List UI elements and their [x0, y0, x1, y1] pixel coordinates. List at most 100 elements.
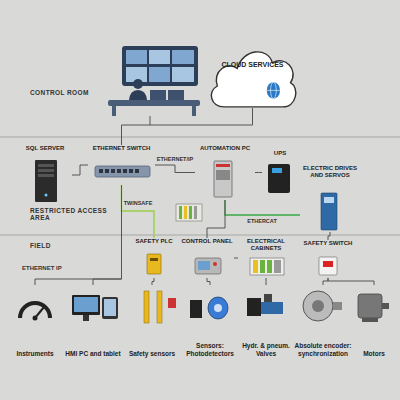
connector [266, 278, 267, 285]
connector [255, 172, 262, 173]
valve-icon [247, 294, 283, 316]
node-label: SAFETY SWITCH [300, 240, 356, 247]
connector [72, 165, 88, 175]
control-room-station [108, 46, 200, 125]
safety-light-curtain-part [157, 291, 162, 323]
node-label: CONTROL PANEL [180, 238, 234, 245]
ethernet-switch-icon-part [95, 166, 150, 177]
node-label: Hydr. & pneum. Valves [240, 342, 292, 357]
photodetector-icon-part [208, 297, 228, 319]
control-room-station-part [168, 90, 184, 100]
control-room-station-part [112, 106, 116, 116]
globe-icon [267, 82, 280, 99]
control-room-station-part [108, 100, 200, 106]
hmi-icon-part [104, 299, 116, 316]
hmi-icon-part [83, 315, 89, 321]
connector [328, 232, 330, 240]
bus-label: ETHERNET IP [22, 265, 92, 272]
panel-node: CONTROL PANEL [180, 238, 234, 278]
control-room-station-part [172, 50, 194, 64]
drive-icon-part [321, 193, 337, 230]
cabinet-icon-part [274, 260, 281, 273]
connector [122, 108, 253, 145]
zone-label: FIELD [30, 242, 90, 249]
device-node: Hydr. & pneum. Valves [240, 285, 292, 357]
hmi-icon-part [74, 297, 98, 312]
sql-server-icon-part [38, 169, 54, 172]
control-room-station-part [150, 90, 166, 100]
node-label: Absolute encoder: synchronization [294, 342, 352, 357]
device-node: Instruments [8, 285, 62, 357]
connector-label: ETHERNET/IP [156, 156, 194, 162]
valve-icon-part [261, 302, 283, 314]
io-module-icon-part [184, 206, 187, 219]
cabinet-node: ELECTRICAL CABINETS [238, 238, 294, 278]
instrument-gauge-part [33, 316, 38, 321]
safety-switch-icon-part [319, 257, 337, 275]
cloud-outline [211, 52, 295, 107]
connector [152, 278, 154, 285]
sql-server-icon-part [35, 160, 57, 202]
zone-label: CONTROL ROOM [30, 89, 100, 96]
device-node: Sensors: Photodetectors [182, 285, 238, 357]
safety-light-curtain-part [144, 291, 149, 323]
ups-icon-part [272, 168, 282, 173]
control-room-station-part [133, 79, 143, 89]
safety-switch-icon-part [323, 261, 333, 267]
safety-plc-icon-part [150, 258, 158, 261]
safety-plc-icon-part [147, 254, 161, 274]
control-panel-icon-part [198, 261, 210, 270]
control-panel-icon-part [195, 258, 221, 274]
connector-label: ETHERCAT [246, 218, 278, 224]
zone-divider [0, 137, 400, 235]
sql-server-icon-part [38, 164, 54, 167]
cabinet-icon-part [250, 258, 284, 275]
control-room-station-part [150, 116, 151, 125]
node-label: ELECTRICAL CABINETS [238, 238, 294, 252]
zone-label: RESTRICTED ACCESS AREA [30, 207, 112, 222]
encoder-icon-part [312, 300, 324, 312]
io-module-icon-part [194, 206, 197, 219]
connector [323, 278, 328, 285]
connector [93, 185, 122, 285]
io-module-icon-part [179, 206, 182, 219]
ethernet-switch-icon-part [105, 169, 109, 173]
safety-plc-icon [147, 254, 161, 274]
motor-icon-part [362, 318, 378, 322]
control-panel-icon [195, 258, 221, 274]
safety-light-curtain-part [168, 298, 176, 308]
safety-switch-node: SAFETY SWITCH [300, 240, 356, 278]
automation-pc-icon-part [214, 161, 232, 197]
server-node: SQL SERVER [18, 145, 72, 205]
hmi-icon-part [72, 295, 100, 315]
pc-node: AUTOMATION PC [195, 145, 255, 200]
valve-icon-part [264, 294, 272, 302]
valve-icon-part [247, 298, 261, 316]
cabinet-icon-part [267, 260, 272, 273]
ethernet-switch-icon-part [99, 169, 103, 173]
drive-node: ELECTRIC DRIVES AND SERVOS [300, 165, 360, 232]
photodetector-icon-part [190, 300, 202, 318]
encoder-icon [303, 291, 342, 321]
sql-server-icon-part [45, 194, 48, 197]
hmi-icon-part [102, 297, 118, 319]
sql-server-icon-part [38, 174, 54, 177]
io-module-icon-part [176, 204, 202, 221]
ethernet-switch-icon-part [135, 169, 139, 173]
ethernet-switch-icon-part [117, 169, 121, 173]
plc-node: SAFETY PLC [130, 238, 178, 278]
node-label: UPS [262, 150, 298, 157]
node-label: Safety sensors [124, 350, 180, 357]
connector [234, 258, 238, 259]
node-label: AUTOMATION PC [195, 145, 255, 152]
instrument-gauge [20, 303, 50, 321]
node-label: CLOUD SERVICES [205, 61, 300, 69]
node-label: Sensors: Photodetectors [182, 342, 238, 357]
connector [207, 200, 225, 238]
connector [155, 165, 195, 173]
control-room-station-part [192, 106, 196, 116]
node-label: ETHERNET SWITCH [88, 145, 155, 152]
